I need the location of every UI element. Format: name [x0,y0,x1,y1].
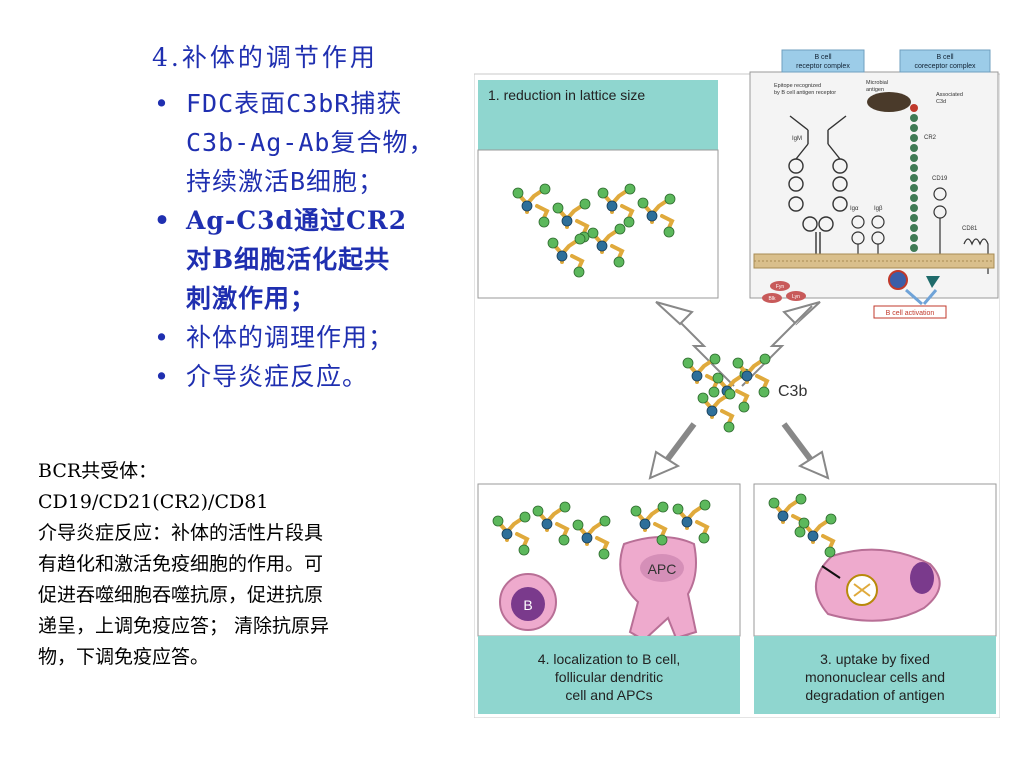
inset-label: Associated [936,92,963,98]
activation-box [873,305,947,319]
note-line: 促进吞噬细胞吞噬抗原，促进抗原 [38,584,324,606]
blk-label: Blk [769,296,776,302]
center-complex: C3b [648,301,830,480]
panel4-label: 4. localization to B cell, [538,651,680,667]
bullet-item: • FDC表面C3bR捕获 C3b-Ag-Ab复合物， 持续激活B细胞； [150,84,470,201]
panel1-header [478,80,718,150]
inset-label: C3d [936,99,946,105]
activation-arrow [905,288,938,306]
inset-header-text: B cell [936,54,954,61]
complement-figure: 1. reduction in lattice size B cell rece… [474,49,1000,718]
inset-label: by B cell antigen receptor [774,90,836,96]
bullet-line: 刺激作用； [186,284,317,313]
bullet-line: 对B细胞活化起共 [186,245,391,274]
blk-kinase [762,293,782,303]
notes-block: BCR共受体： CD19/CD21(CR2)/CD81 介导炎症反应：补体的活性… [38,456,473,673]
b-cell-nucleus [511,587,545,621]
apc-cell [619,536,698,642]
bullet-line: FDC表面C3bR捕获 [186,89,403,118]
cr2-label: CR2 [924,135,937,141]
degraded-antigen [853,583,871,597]
bullet-line: Ag-C3d通过CR2 [186,206,408,235]
bullet-line: C3b-Ag-Ab复合物， [186,128,435,157]
lyn-label: Lyn [792,294,800,300]
bullet-dot: • [154,206,171,235]
activation-label: B cell activation [886,310,935,317]
note-line: BCR共受体： [38,460,158,482]
apc-nucleus [640,554,684,582]
bullet-dot: • [154,362,171,391]
note-line: 物，下调免疫应答。 [38,646,210,668]
bullet-item: • 介导炎症反应。 [150,357,470,396]
arrow-down-right [781,422,817,466]
iga-label: Igα [850,206,859,212]
panel4-footer [478,636,740,714]
panel4-label: follicular dendritic [555,669,663,685]
panel1-label: 1. reduction in lattice size [488,87,645,103]
igb-label: Igβ [874,206,883,212]
bullet-item: • 补体的调理作用； [150,318,470,357]
c3b-label: C3b [778,383,807,400]
mononuclear-cell [814,548,941,622]
arrow-head [655,301,694,326]
lyn-kinase [786,291,806,301]
inset-header-text: B cell [814,54,832,61]
bullet-item: • Ag-C3d通过CR2 对B细胞活化起共 刺激作用； [150,201,470,318]
apc-label: APC [648,561,677,577]
inset-label: Microbial [866,80,888,86]
panel3-label: 3. uptake by fixed [820,651,930,667]
arrow-up-right [741,305,813,387]
note-line: 介导炎症反应：补体的活性片段具 [38,522,324,544]
note-line: 有趋化和激活免疫细胞的作用。可 [38,553,324,575]
bullet-line: 介导炎症反应。 [186,362,369,391]
igm-receptor [788,115,848,262]
panel3-footer [754,636,996,714]
bullet-list: • FDC表面C3bR捕获 C3b-Ag-Ab复合物， 持续激活B细胞； • A… [150,84,470,396]
inset-header-text: receptor complex [796,63,850,70]
cr2-chain [910,114,918,252]
inset-header-left [781,49,865,73]
cd81 [963,238,989,274]
c3d-fragment [910,104,918,112]
signal-molecule [926,276,940,288]
igm-label: IgM [792,136,802,142]
inset-label: Epitope recognized [774,83,821,89]
slide-title: 4.补体的调节作用 [152,43,378,72]
panel-uptake: 3. uptake by fixed mononuclear cells and… [753,483,997,714]
note-line: 递呈，上调免疫应答； 清除抗原异 [38,615,330,637]
bullet-dot: • [154,89,171,118]
b-cell-label: B [523,597,532,613]
arrow-head [797,450,830,480]
panel-localization: B APC 4. localization to B cell, follicu… [477,483,741,714]
panel3-label: mononuclear cells and [805,669,945,685]
panel-inset-bcr: B cell receptor complex B cell corecepto… [749,49,999,319]
mononuclear-nucleus [910,562,934,594]
arrow-head [648,450,681,480]
microbial-antigen [867,92,911,112]
inset-header-right [899,49,991,73]
panel4-label: cell and APCs [565,687,652,703]
panel3-label: degradation of antigen [805,687,944,703]
fyn-label: Fyn [776,284,785,290]
inset-header-text: coreceptor complex [914,63,976,70]
panel1-body [477,149,719,299]
uptake-arrow [821,565,841,579]
cd81-label: CD81 [962,226,978,232]
panel-lattice: 1. reduction in lattice size [477,80,719,299]
arrow-down-left [661,422,697,466]
bullet-line: 持续激活B细胞； [186,167,385,196]
bullet-line: 补体的调理作用； [186,323,395,352]
note-line: CD19/CD21(CR2)/CD81 [38,491,269,513]
cd19-label: CD19 [932,176,948,182]
bullet-dot: • [154,323,171,352]
signal-molecule [888,270,908,290]
arrow-up-left [663,305,735,387]
inset-label: antigen [866,87,884,93]
fyn-kinase [770,281,790,291]
